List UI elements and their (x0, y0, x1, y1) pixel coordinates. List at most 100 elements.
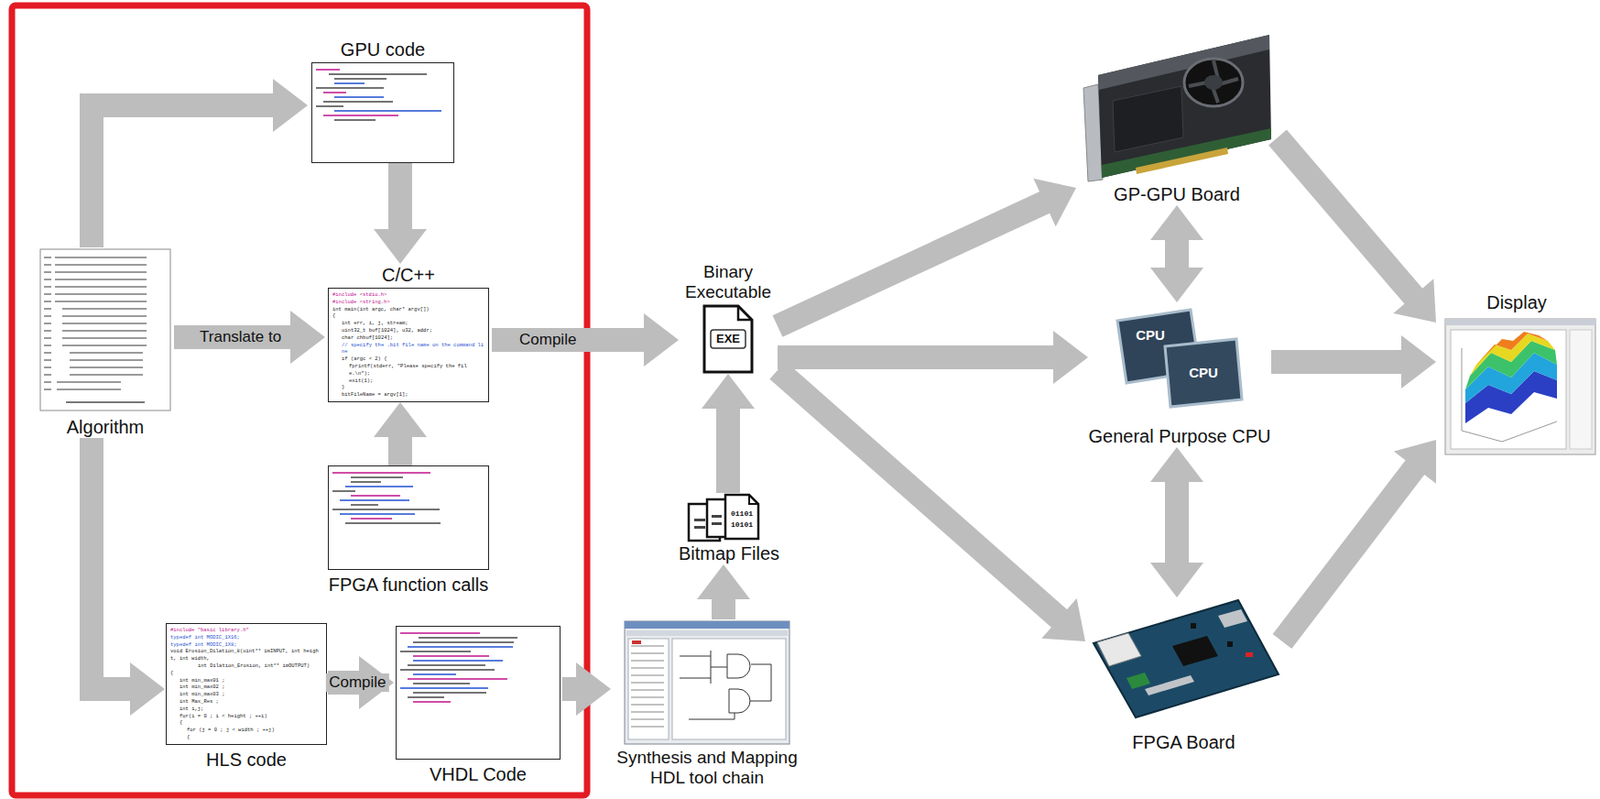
flow-arrow (1277, 137, 1437, 323)
chip-marking: 10101 (730, 520, 753, 530)
bitmap-file-icons (711, 522, 722, 525)
flow-arrow (1282, 439, 1437, 642)
arrow-head (1150, 205, 1204, 240)
fpga-board-picture (1218, 609, 1248, 628)
cpu-chip-picture (1117, 309, 1242, 407)
code-line-mark (400, 686, 489, 689)
code-line: int Max_Res ; (170, 697, 323, 706)
cpu-chip-picture (1164, 338, 1242, 407)
flow-arrow (373, 163, 427, 264)
fpga-board-picture (1227, 641, 1233, 647)
node-label: Binary Executable (678, 261, 778, 303)
code-line-mark (407, 677, 508, 680)
gpu-card-picture (1188, 60, 1239, 103)
code-line: bitFileName = argv[1]; (332, 391, 485, 399)
picture-area (36, 247, 175, 413)
code-node: VHDL Code (393, 625, 563, 785)
algorithm-figure (65, 401, 145, 403)
code-line-mark (328, 73, 427, 76)
picture-area (670, 492, 788, 539)
bitmap-file-icons (688, 494, 759, 541)
gpu-card-picture (1204, 75, 1223, 90)
node-label: C/C++ (381, 263, 436, 286)
hdl-toolchain-screenshot (672, 638, 786, 740)
code-line-mark (334, 82, 365, 85)
flow-arrow (777, 330, 1089, 384)
file-node: Bitmap Files (670, 492, 788, 565)
arrow-head (1041, 598, 1086, 642)
arrow-head (1150, 267, 1204, 303)
code-listing (327, 465, 490, 570)
code-line: uint32_t buf[1024], u32, addr; (332, 326, 485, 335)
hdl-toolchain-screenshot (729, 688, 751, 713)
arrow-shaft (1164, 479, 1189, 565)
code-line-mark (418, 636, 518, 639)
bitmap-file-icons (694, 518, 706, 522)
arrow-head (643, 313, 679, 367)
algorithm-node: Algorithm (36, 247, 175, 438)
code-line: { (170, 733, 323, 741)
code-line-mark (339, 512, 415, 515)
arrow-shaft (388, 163, 413, 231)
code-line-mark (350, 480, 381, 483)
arrow-shaft (562, 676, 578, 701)
code-line: void Erosion_Dilation_8(uint** imINPUT, … (170, 647, 323, 663)
algorithm-figure (69, 351, 143, 381)
chip-marking: CPU (1135, 326, 1165, 344)
code-line: int err, i, j, stream; (332, 319, 485, 327)
gpu-card-picture (1112, 86, 1184, 153)
code-line: #include <stdio.h> (332, 291, 485, 299)
flow-arrow (1150, 446, 1204, 598)
arrow-head (696, 564, 751, 599)
algorithm-figure (62, 307, 147, 352)
file-node: Binary ExecutableEXE (678, 261, 778, 374)
picture-area (1088, 302, 1272, 422)
code-line-mark (315, 105, 344, 108)
code-line-mark (413, 673, 457, 675)
code-line: int min_max01 ; (170, 676, 323, 685)
executable-icon (738, 305, 752, 320)
code-listing (311, 62, 455, 164)
algorithm-figure (56, 380, 121, 396)
node-label: Algorithm (66, 415, 144, 438)
hdl-toolchain-screenshot (727, 653, 751, 678)
display-picture (1445, 318, 1596, 455)
code-line: int i,j; (170, 705, 323, 713)
arrow-head (576, 662, 611, 716)
code-line: for (j = 0 ; j < width ; ++j) (170, 726, 323, 734)
code-line: { (170, 718, 323, 727)
hardware-node: General Purpose CPU (1088, 302, 1272, 447)
node-label: Bitmap Files (678, 542, 780, 565)
fpga-board-picture (1144, 674, 1195, 696)
arrow-shaft (1164, 238, 1189, 270)
code-line: #include <string.h> (332, 298, 485, 306)
arrow-shaft (1282, 466, 1416, 642)
algorithm-figure (43, 256, 52, 394)
bitmap-file-icons (694, 525, 706, 529)
icon-text: EXE (716, 331, 741, 347)
fpga-board-picture (1172, 635, 1219, 666)
arrow-head (1053, 330, 1089, 384)
code-line: int min_max02 ; (170, 683, 323, 691)
code-line-mark (350, 503, 379, 506)
code-line-mark (334, 109, 442, 112)
code-node: C/C++ #include <stdio.h>#include <string.… (325, 263, 492, 403)
arrow-head (290, 310, 326, 364)
arrow-shaft (91, 105, 275, 248)
picture-area (1436, 315, 1598, 455)
flow-arrow (491, 313, 679, 367)
code-line-mark (334, 119, 376, 121)
code-line-mark (339, 499, 410, 501)
code-line-mark (400, 650, 471, 653)
hdl-toolchain-screenshot (626, 630, 788, 636)
flow-arrow (777, 370, 1086, 642)
arrow-head (1150, 446, 1204, 482)
code-line-mark (334, 96, 384, 98)
code-line-mark (332, 489, 356, 492)
executable-icon (710, 329, 746, 349)
arrow-head (373, 228, 427, 264)
bitmap-file-icons (711, 514, 722, 518)
code-line: // specify the .bit file name on the com… (332, 341, 485, 357)
selection-frame (11, 5, 588, 795)
